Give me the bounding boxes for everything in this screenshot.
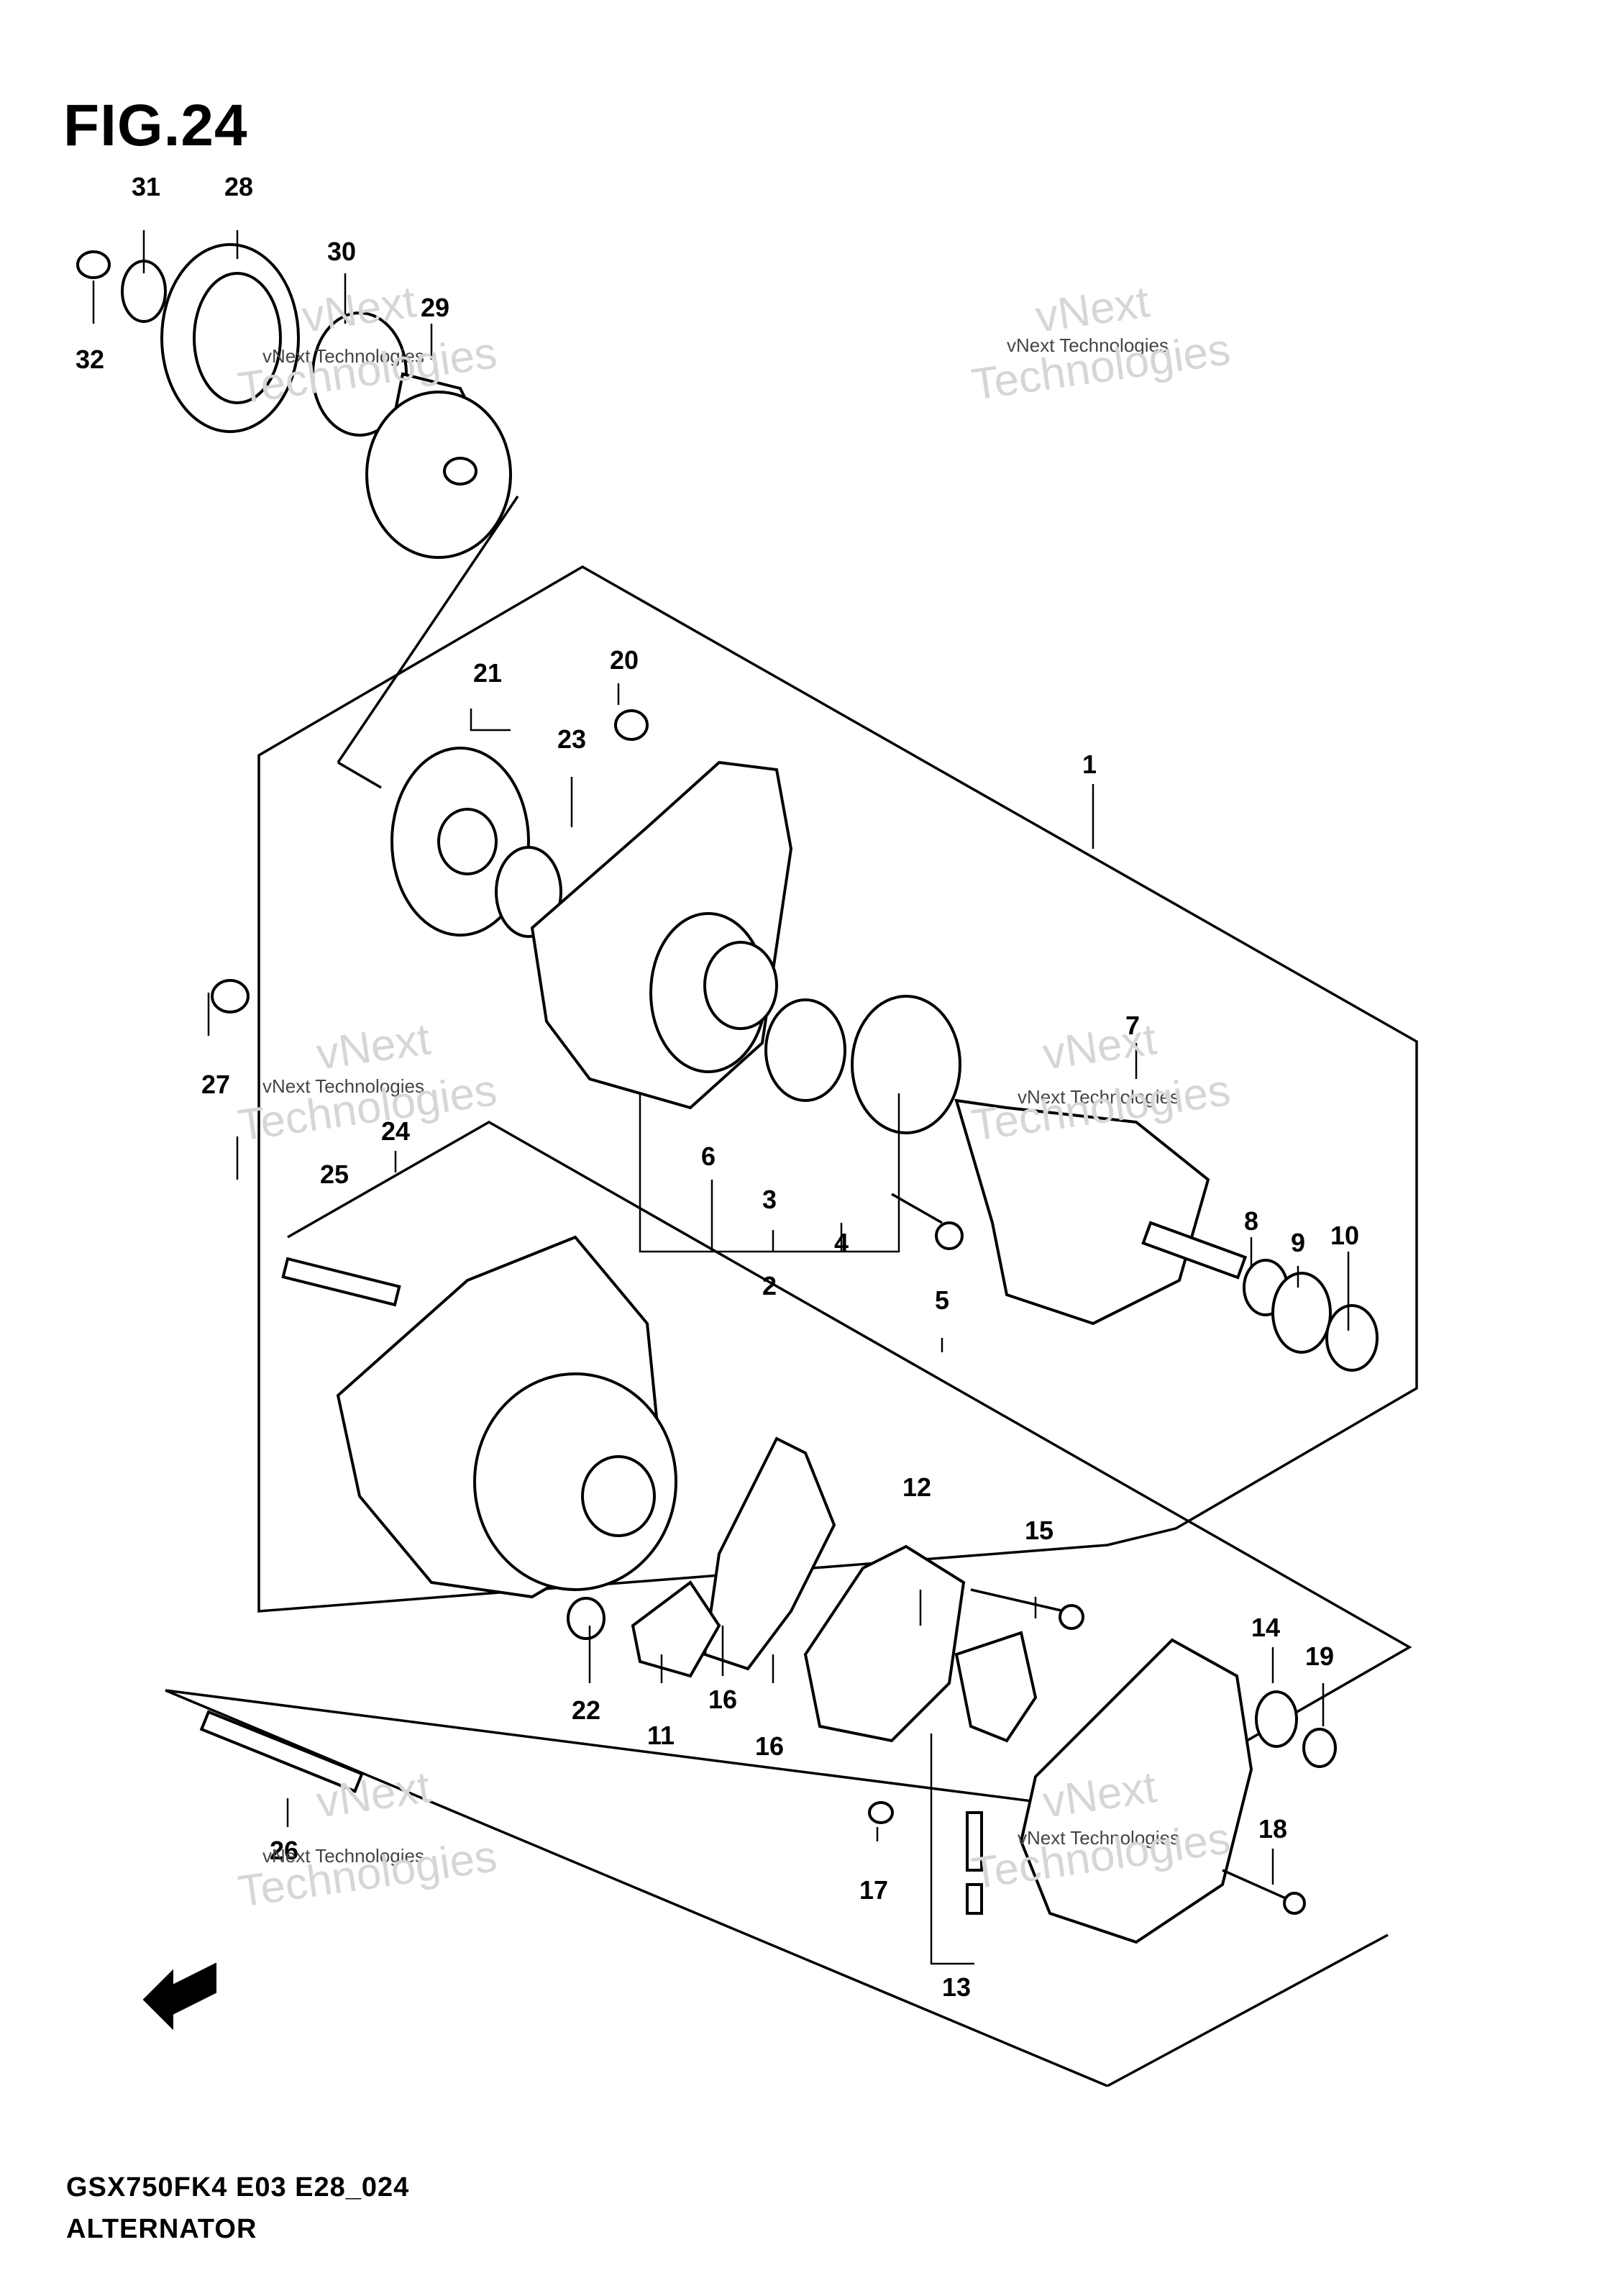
watermark-text-2: vNext Technologies: [262, 345, 424, 367]
callout-29: 29: [421, 293, 449, 322]
callout-13: 13: [942, 1972, 971, 2002]
callout-21: 21: [473, 658, 502, 688]
callout-18: 18: [1258, 1814, 1287, 1844]
callout-8: 8: [1244, 1206, 1258, 1236]
callout-24: 24: [381, 1116, 410, 1146]
watermark-text-3: vNext Technologies: [262, 1075, 424, 1097]
callout-27: 27: [201, 1070, 230, 1099]
rotor-subassembly-box: [165, 1120, 1412, 1814]
callout-19: 19: [1305, 1641, 1334, 1671]
watermark-text-1: vNext Technologies: [1007, 334, 1169, 356]
rotor-group: [891, 1098, 1379, 1372]
callout-14: 14: [1251, 1613, 1280, 1642]
callout-3: 3: [762, 1185, 777, 1214]
callout-6: 6: [701, 1142, 716, 1171]
callout-28: 28: [224, 172, 253, 201]
callout-20: 20: [610, 645, 639, 675]
callout-25: 25: [320, 1160, 349, 1189]
callout-12: 12: [902, 1472, 931, 1502]
pulley-group: [76, 243, 512, 559]
callout-4: 4: [834, 1228, 849, 1257]
callout-5: 5: [935, 1285, 949, 1315]
assembly-outline: [257, 565, 1418, 1613]
callout-15: 15: [1025, 1516, 1053, 1545]
callout-31: 31: [132, 172, 160, 201]
callout-32: 32: [76, 345, 104, 374]
callout-10: 10: [1330, 1221, 1359, 1250]
watermark-text-6: vNext Technologies: [1018, 1827, 1179, 1849]
part-callouts: 1 2 3 4 5 6 7 8 9 10 11 12 13 14 15 16 1…: [76, 172, 1359, 2002]
callout-7: 7: [1125, 1011, 1140, 1040]
front-direction-arrow: [142, 1962, 216, 2031]
model-code: GSX750FK4 E03 E28_024: [66, 2172, 410, 2202]
callout-23: 23: [557, 724, 586, 754]
watermark-text-4: vNext Technologies: [1018, 1086, 1179, 1108]
callout-2: 2: [762, 1271, 777, 1300]
regulator-group: [631, 1436, 1337, 1944]
callout-1: 1: [1082, 750, 1097, 779]
callout-11: 11: [647, 1721, 675, 1750]
callout-22: 22: [572, 1695, 600, 1725]
section-name: ALTERNATOR: [66, 2214, 257, 2244]
callout-26: 26: [270, 1836, 298, 1865]
callout-16a: 16: [708, 1685, 737, 1714]
callout-17: 17: [859, 1875, 888, 1905]
callout-30: 30: [327, 237, 356, 266]
leader-lines: [92, 230, 1350, 1965]
callout-9: 9: [1291, 1228, 1305, 1257]
rear-housing-group: [199, 1235, 677, 1793]
figure-title: FIG.24: [63, 93, 248, 158]
callout-16b: 16: [755, 1731, 784, 1761]
front-housing-group: [211, 709, 961, 1134]
watermark-text-5: vNext Technologies: [262, 1845, 424, 1867]
